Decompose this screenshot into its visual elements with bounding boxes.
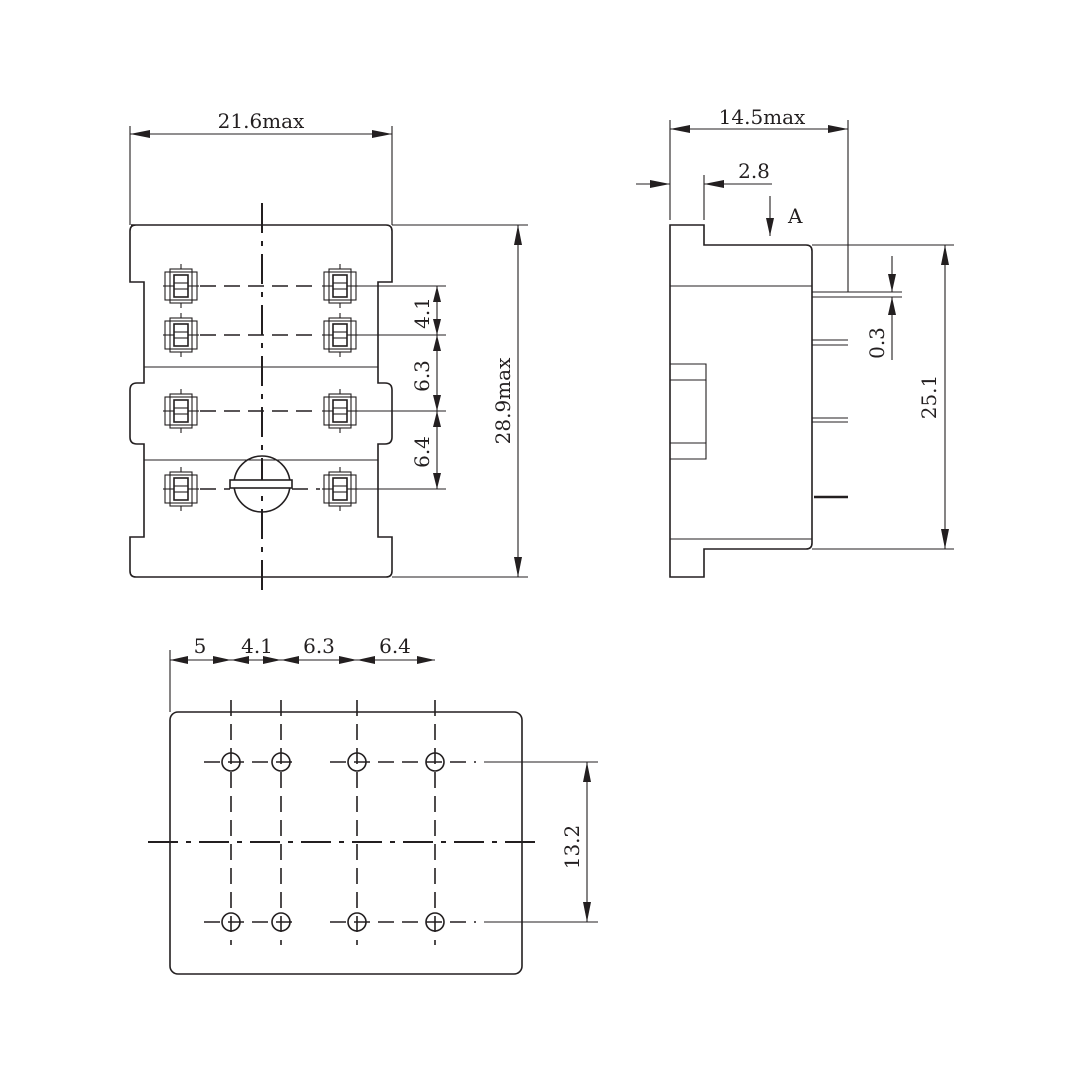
- terminal-row-1: [162, 263, 359, 309]
- terminal: [162, 312, 200, 358]
- dimension-side-pin-thickness: 0.3: [848, 256, 902, 360]
- side-view: 14.5max 2.8 A 0.3: [636, 105, 954, 578]
- pin-hole: [347, 752, 367, 772]
- dim-label-side-pin-thickness: 0.3: [865, 327, 889, 359]
- dimension-top-width: 21.6max: [129, 109, 393, 225]
- view-marker-a: A: [766, 196, 803, 236]
- pin-hole: [425, 912, 445, 932]
- terminal: [321, 312, 359, 358]
- dimension-bottom-row-spacing: 13.2: [484, 761, 598, 923]
- pin-hole: [221, 912, 241, 932]
- side-view-outline: [669, 224, 813, 578]
- mounting-screw: [229, 455, 293, 513]
- pin-hole: [425, 752, 445, 772]
- dimension-top-pitches: 4.1 6.3 6.4: [358, 285, 446, 490]
- dim-label-side-flange: 2.8: [738, 159, 770, 183]
- side-pins: [812, 291, 848, 499]
- hole-centerlines: [204, 700, 476, 945]
- dimension-top-height: 28.9max: [392, 224, 528, 578]
- dim-label-side-body-height: 25.1: [917, 375, 941, 420]
- top-view: 21.6max 28.9max 4.1 6.3 6.4: [129, 109, 528, 592]
- dim-label-bottom-row-spacing: 13.2: [560, 825, 584, 870]
- dim-label-top-pitch-3: 6.4: [410, 436, 434, 468]
- view-marker-label: A: [787, 204, 803, 228]
- terminal: [321, 388, 359, 434]
- terminal: [321, 263, 359, 309]
- dimension-bottom-pitches: 5 4.1 6.3 6.4: [169, 634, 435, 712]
- terminal-row-4: [162, 466, 359, 512]
- terminal: [162, 388, 200, 434]
- dim-label-bottom-pitch-4: 6.4: [379, 634, 411, 658]
- dim-label-bottom-pitch-2: 4.1: [241, 634, 273, 658]
- dimension-side-flange: 2.8: [636, 159, 772, 220]
- dim-label-top-width: 21.6max: [218, 109, 305, 133]
- dimension-side-body-height: 25.1: [812, 244, 954, 550]
- dim-label-top-height: 28.9max: [491, 357, 515, 444]
- dim-label-side-depth: 14.5max: [719, 105, 806, 129]
- dim-label-bottom-pitch-1: 5: [194, 634, 207, 658]
- terminal-row-3: [162, 388, 359, 434]
- pin-hole: [221, 752, 241, 772]
- terminal-row-2: [162, 312, 359, 358]
- pin-hole: [347, 912, 367, 932]
- pin-holes: [221, 752, 445, 932]
- pin-hole: [271, 912, 291, 932]
- terminal: [162, 263, 200, 309]
- pin-hole: [271, 752, 291, 772]
- bottom-view: 5 4.1 6.3 6.4 13.2: [148, 634, 598, 975]
- dim-label-top-pitch-2: 6.3: [410, 360, 434, 392]
- dim-label-top-pitch-1: 4.1: [410, 297, 434, 329]
- terminal: [162, 466, 200, 512]
- terminal: [321, 466, 359, 512]
- dim-label-bottom-pitch-3: 6.3: [303, 634, 335, 658]
- dimension-side-depth: 14.5max: [669, 105, 849, 292]
